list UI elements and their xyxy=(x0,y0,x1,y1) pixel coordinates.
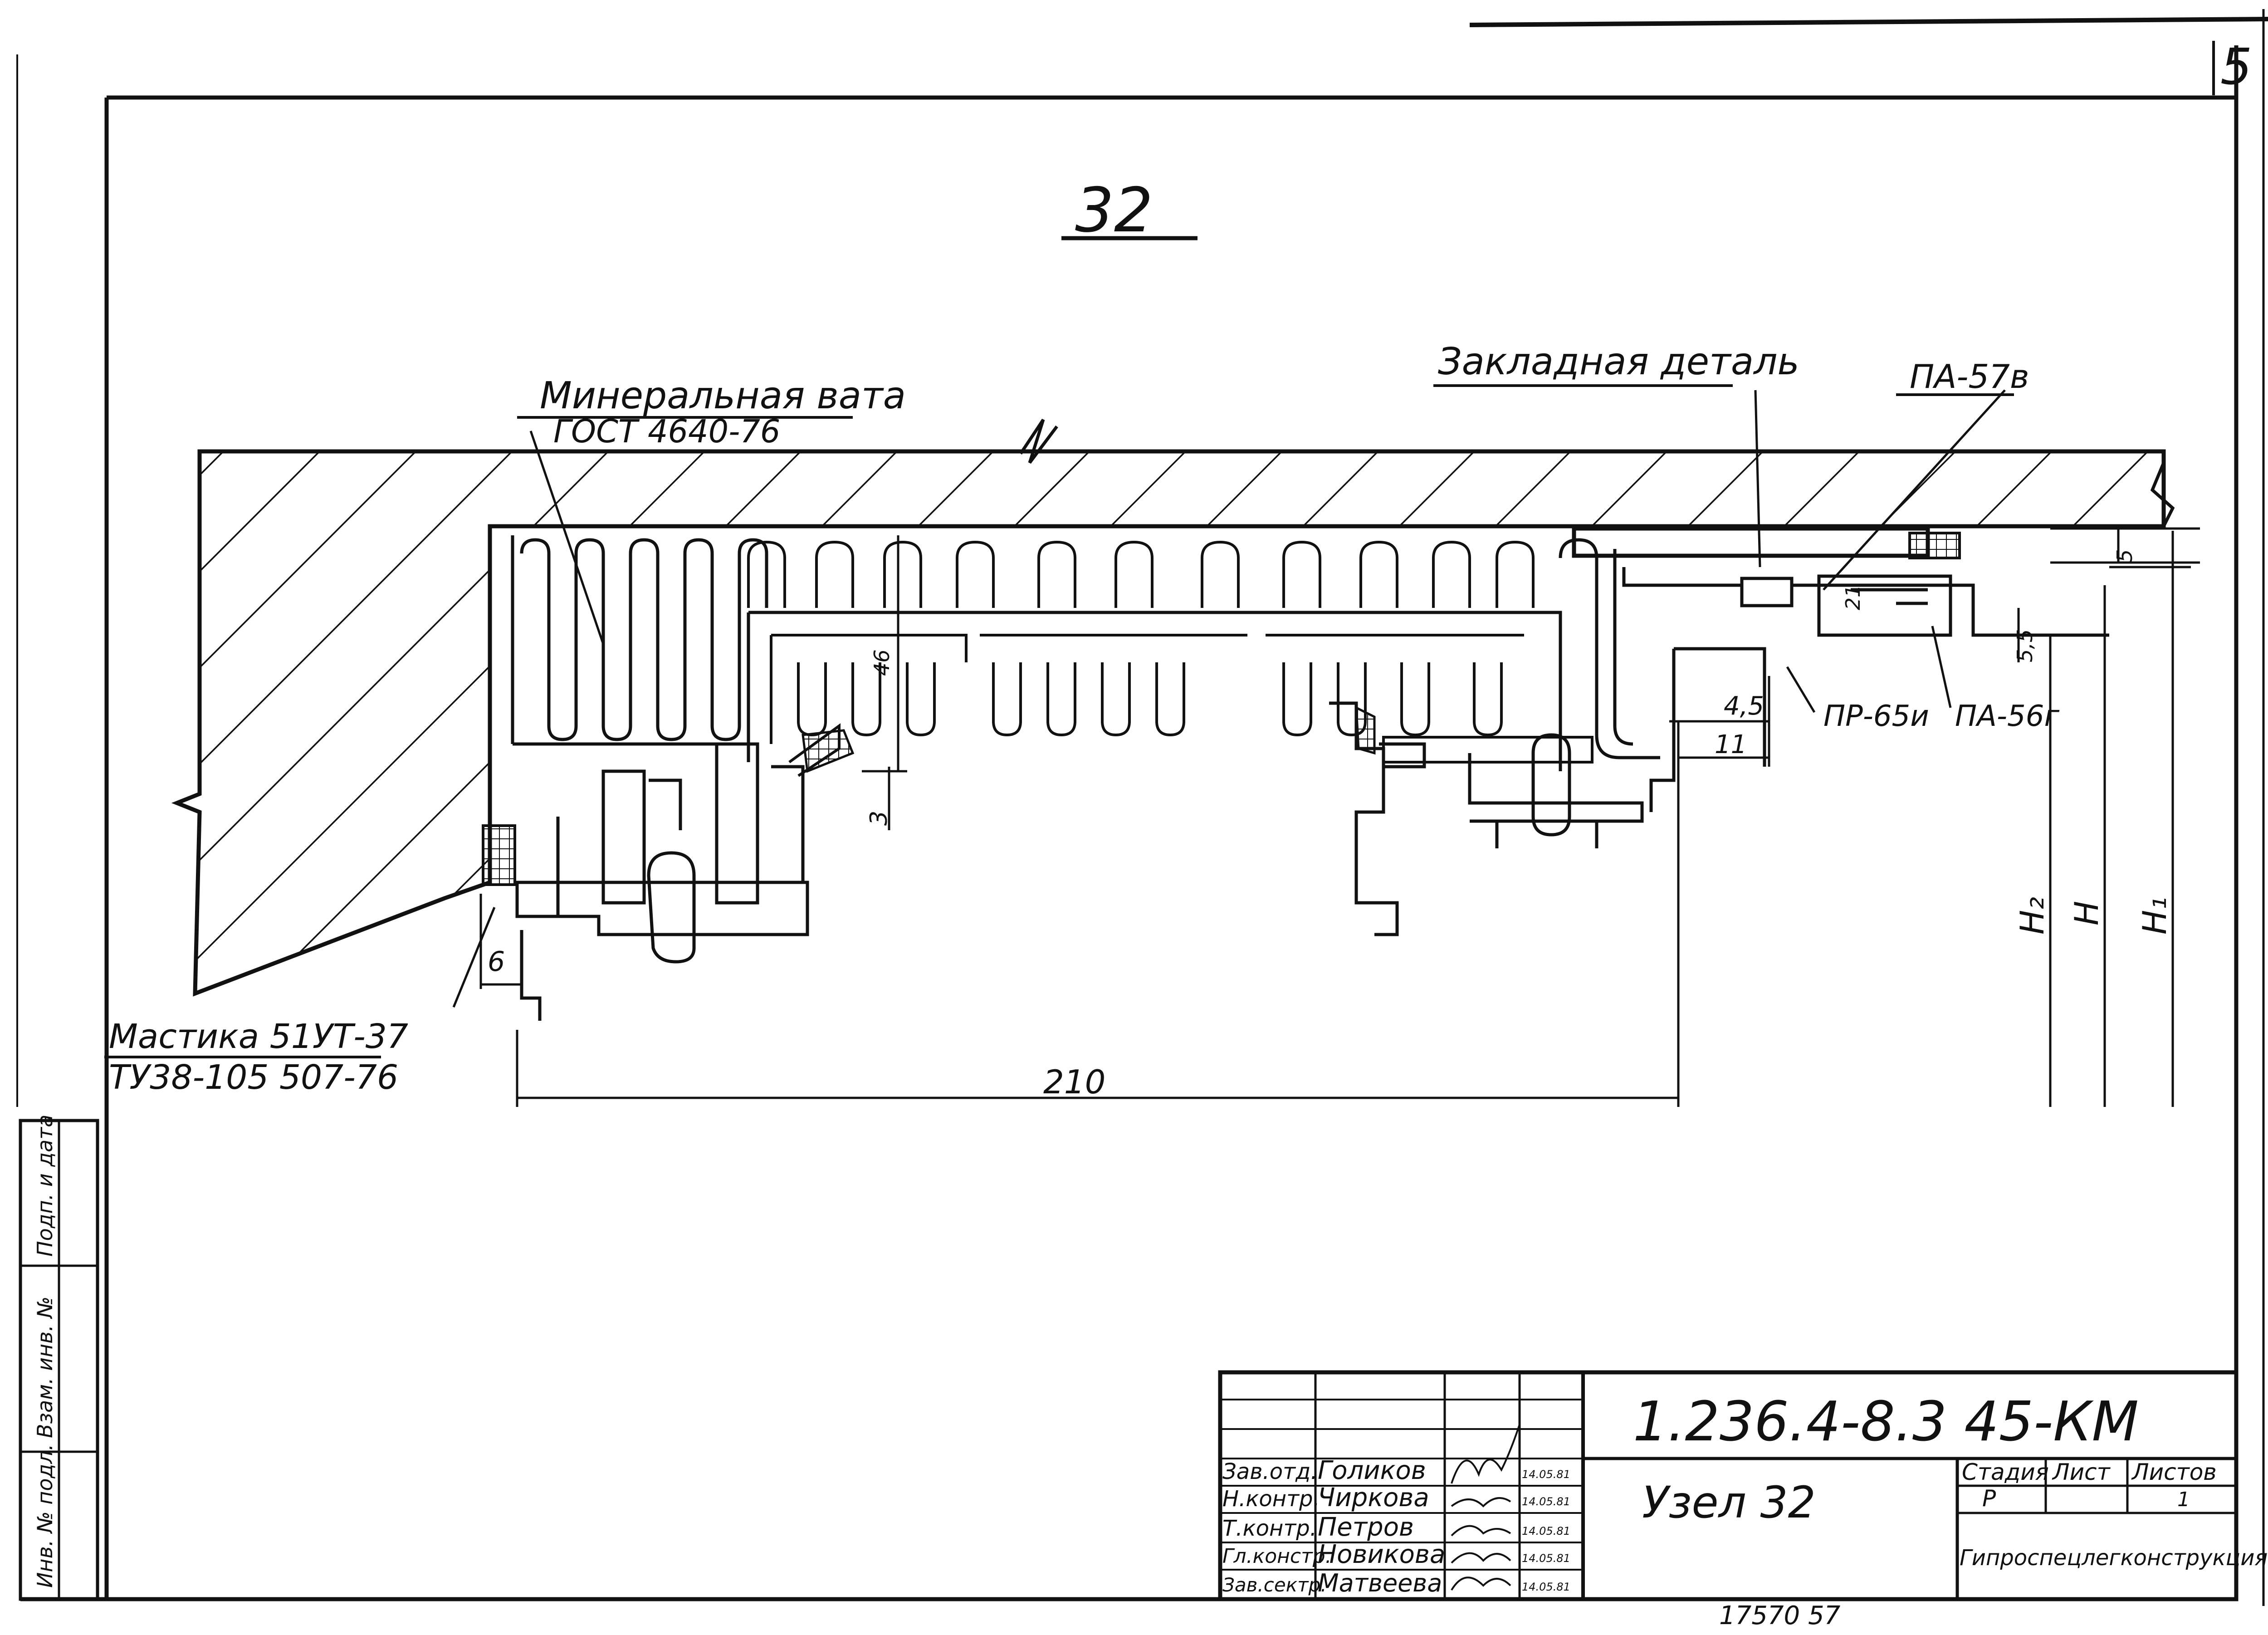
pa57-profile xyxy=(1740,577,1794,607)
row-date-2: 14.05.81 xyxy=(1522,1495,1570,1508)
dim-h2: H₂ xyxy=(2013,897,2051,935)
title-block xyxy=(1218,1370,2239,1601)
stage-header: Стадия xyxy=(1962,1459,2049,1485)
label-mastic: Мастика 51УТ-37 xyxy=(109,1017,408,1056)
row-role-2: Н.контр. xyxy=(1222,1486,1320,1512)
row-role-3: Т.контр. xyxy=(1222,1516,1317,1541)
sheet-frame xyxy=(16,9,2268,1606)
dim-5-5: 5,5 xyxy=(2013,629,2037,662)
corner-number: 5 xyxy=(2220,38,2252,96)
label-mineral-wool: Минеральная вата xyxy=(540,374,906,417)
bottom-number: 17570 57 xyxy=(1719,1601,1841,1630)
sheet-header: Лист xyxy=(2052,1459,2111,1485)
dim-4-5: 4,5 xyxy=(1724,691,1764,721)
dim-11: 11 xyxy=(1715,730,1747,759)
label-embedded-part: Закладная деталь xyxy=(1438,340,1799,383)
dim-h: H xyxy=(2068,901,2106,925)
seal-right xyxy=(1908,532,1961,559)
side-stamp xyxy=(19,1119,99,1601)
row-role-1: Зав.отд. xyxy=(1222,1459,1318,1484)
side-stamp-inventory: Инв. № подл. xyxy=(33,1444,57,1588)
sheet-title: Узел 32 xyxy=(1642,1477,1816,1528)
leader-lines xyxy=(452,389,2006,1008)
dim-6: 6 xyxy=(488,946,505,978)
node-title: 32 xyxy=(1075,175,1153,246)
dim-h1: H₁ xyxy=(2136,897,2174,935)
row-date-4: 14.05.81 xyxy=(1522,1552,1570,1565)
row-name-5: Матвеева xyxy=(1318,1569,1442,1597)
row-name-1: Голиков xyxy=(1318,1456,1426,1485)
label-gost: ГОСТ 4640-76 xyxy=(553,413,780,450)
mastic-seal xyxy=(482,824,516,886)
signatures xyxy=(1451,1424,1520,1591)
aluminium-profiles-left xyxy=(482,723,855,1021)
row-name-2: Чиркова xyxy=(1318,1483,1429,1513)
doc-code: 1.236.4-8.3 45-КМ xyxy=(1633,1390,2139,1454)
label-pa56: ПА-56г xyxy=(1955,700,2059,733)
concrete-wall xyxy=(171,419,2175,997)
row-name-4: Новикова xyxy=(1318,1540,1445,1569)
row-role-4: Гл.констр. xyxy=(1222,1545,1332,1568)
label-pr65: ПР-65и xyxy=(1823,700,1929,733)
dim-210: 210 xyxy=(1043,1063,1105,1101)
dim-21: 21 xyxy=(1842,585,1865,610)
mullion-mid xyxy=(1329,701,1644,936)
label-tu: ТУ38-105 507-76 xyxy=(109,1058,398,1097)
row-date-3: 14.05.81 xyxy=(1522,1525,1570,1537)
dim-5: 5 xyxy=(2112,549,2137,563)
dim-3: 3 xyxy=(865,811,893,826)
mineral-wool xyxy=(488,529,1660,871)
side-stamp-replace: Взам. инв. № xyxy=(33,1297,57,1438)
label-pa57: ПА-57в xyxy=(1910,357,2029,396)
side-stamp-sign: Подп. и дата xyxy=(33,1115,57,1257)
stage-value: Р xyxy=(1982,1485,1996,1512)
row-name-3: Петров xyxy=(1318,1513,1414,1542)
org-name: Гипроспецлегконструкция xyxy=(1960,1545,2268,1571)
row-role-5: Зав.сектр. xyxy=(1222,1574,1327,1596)
sheets-header: Листов xyxy=(2131,1459,2217,1485)
sheets-total: 1 xyxy=(2177,1488,2190,1511)
row-date-1: 14.05.81 xyxy=(1522,1468,1570,1481)
row-date-5: 14.05.81 xyxy=(1522,1581,1570,1593)
dim-46: 46 xyxy=(870,649,894,676)
embedded-part xyxy=(1382,526,2109,812)
